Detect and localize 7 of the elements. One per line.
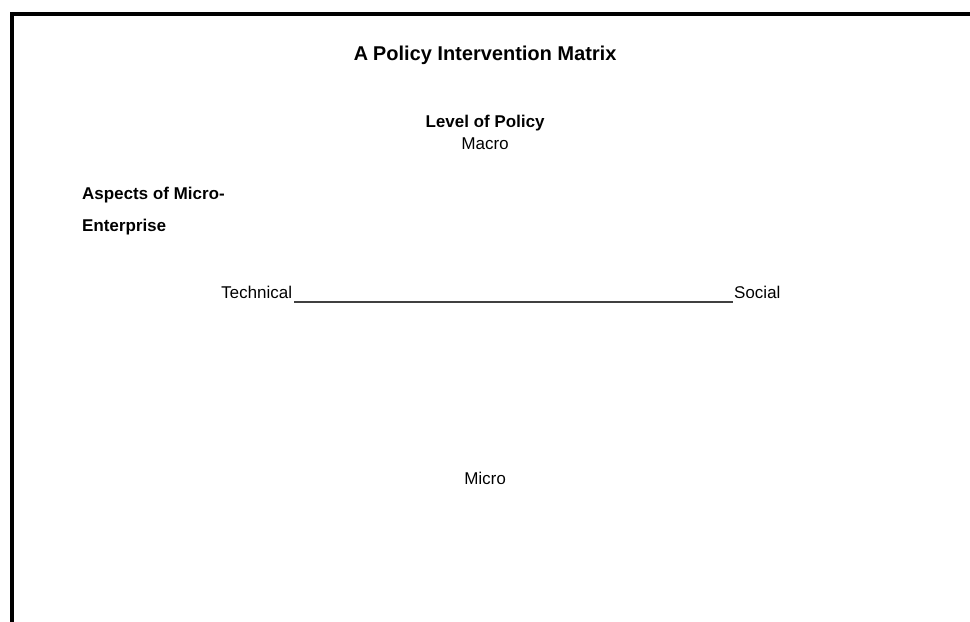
title: A Policy Intervention Matrix: [352, 42, 618, 66]
axis-title: Level of Policy: [424, 112, 546, 132]
axis-label: Macro: [460, 134, 510, 154]
axis-label: Social: [734, 283, 780, 304]
axis-title: Aspects of Micro-Enterprise: [82, 183, 226, 238]
axis-label: Technical: [221, 283, 292, 304]
axis-label: Micro: [463, 469, 507, 490]
